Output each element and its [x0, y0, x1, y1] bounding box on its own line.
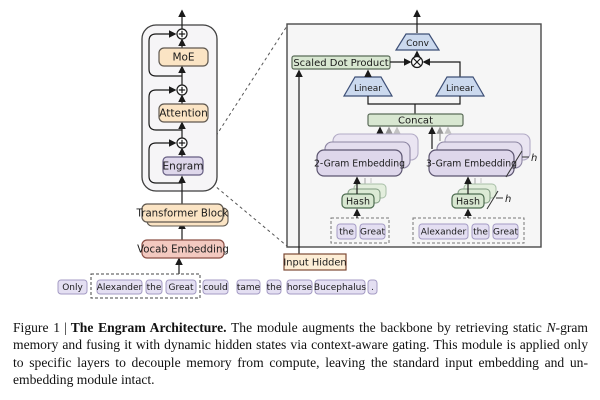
svg-text:the: the	[339, 228, 354, 238]
add-icon	[176, 137, 188, 149]
embedding-count-label: h	[531, 153, 537, 164]
trigram-embedding-stack: 3-Gram Embedding h	[426, 133, 537, 178]
token-chip: the	[145, 279, 163, 295]
engram-block: Engram	[162, 156, 204, 176]
hash-left-label: Hash	[346, 197, 370, 208]
token-chip: the	[471, 223, 490, 240]
conv-block: Conv	[394, 33, 441, 51]
linear-right-to-gate-arrow	[422, 58, 461, 77]
token-chip: the	[266, 279, 282, 295]
trigram-token-chips: Alexander the Great	[418, 223, 519, 240]
transformer-block: Transformer Block	[136, 203, 229, 227]
linear-left-label: Linear	[354, 84, 382, 94]
conv-label: Conv	[406, 39, 429, 49]
backbone-spine-arrows	[175, 9, 186, 274]
count-slash-icon	[486, 190, 503, 210]
hash-right-label: Hash	[456, 197, 480, 208]
attention-block: Attention	[158, 103, 209, 123]
caption-figure-label: Figure 1	[13, 320, 60, 335]
svg-text:Alexander: Alexander	[97, 283, 143, 293]
svg-text:Bucephalus: Bucephalus	[314, 283, 367, 293]
vocab-embedding-block: Vocab Embedding	[137, 239, 229, 259]
caption-body-1: The module augments the backbone by retr…	[230, 320, 542, 335]
token-chip: Great	[359, 223, 386, 240]
moe-label: MoE	[172, 52, 194, 64]
hash-count-label: h	[505, 194, 511, 205]
caption-separator: |	[64, 320, 67, 335]
ngram-span-dashed-box	[90, 273, 201, 299]
bigram-embedding-stack: 2-Gram Embedding	[314, 133, 419, 177]
bigram-token-chips: the Great	[336, 223, 386, 240]
token-chip: the	[336, 223, 357, 240]
token-chip: .	[367, 279, 378, 295]
caption-title: The Engram Architecture.	[70, 320, 227, 335]
transformer-block-label: Transformer Block	[136, 209, 229, 220]
svg-text:could: could	[203, 283, 227, 293]
hash-left-stack: Hash	[341, 183, 387, 209]
linear-right-label: Linear	[446, 84, 474, 94]
token-chip: could	[202, 279, 229, 295]
hash-right-stack: Hash h	[451, 183, 511, 210]
input-hidden-label: Input Hidden	[283, 258, 346, 269]
svg-text:Great: Great	[493, 228, 519, 238]
input-token-row: Only Alexander the Great could tame the …	[57, 279, 378, 295]
token-chip: horse	[286, 279, 313, 295]
token-chip: Alexander	[96, 279, 143, 295]
svg-text:the: the	[473, 228, 488, 238]
concat-to-linears-connector	[367, 96, 461, 114]
svg-text:.: .	[371, 283, 374, 293]
token-chip: Alexander	[418, 223, 469, 240]
attention-label: Attention	[159, 108, 207, 120]
svg-text:Great: Great	[168, 283, 194, 293]
add-icon	[176, 84, 188, 96]
multiply-icon	[410, 55, 424, 69]
token-chip: Bucephalus	[314, 279, 367, 295]
figure-caption: Figure 1 |The Engram Architecture. The mo…	[13, 319, 588, 389]
residual-skip-arcs	[148, 30, 182, 184]
count-slash-icon	[505, 150, 529, 178]
svg-text:tame: tame	[237, 283, 261, 293]
svg-text:horse: horse	[287, 283, 313, 293]
token-chip: tame	[236, 279, 261, 295]
svg-text:Alexander: Alexander	[421, 228, 467, 238]
caption-italic-n: N	[546, 320, 556, 335]
trigram-embedding-label: 3-Gram Embedding	[426, 159, 517, 170]
scaled-dot-product-block: Scaled Dot Product	[291, 55, 391, 70]
concat-label: Concat	[398, 116, 433, 127]
scaled-dot-product-label: Scaled Dot Product	[293, 58, 388, 69]
token-chip: Great	[492, 223, 519, 240]
caption-body-2: -gram memory and fusing it with dynamic …	[13, 320, 589, 388]
engram-architecture-diagram: MoE Attention Engram Transformer Block V…	[57, 9, 542, 299]
linear-right-block: Linear	[434, 76, 486, 97]
input-hidden-block: Input Hidden	[283, 253, 347, 271]
token-chip: Great	[165, 279, 197, 295]
svg-text:the: the	[147, 283, 162, 293]
engram-label: Engram	[163, 161, 204, 173]
svg-text:Great: Great	[360, 228, 386, 238]
bigram-dashed-box	[330, 217, 390, 244]
vocab-embedding-label: Vocab Embedding	[137, 245, 229, 256]
svg-text:the: the	[267, 283, 282, 293]
svg-text:Only: Only	[62, 283, 83, 293]
concat-block: Concat	[367, 113, 464, 127]
add-icon	[176, 28, 188, 40]
token-chip: Only	[57, 279, 88, 295]
moe-block: MoE	[158, 47, 209, 67]
bigram-embedding-label: 2-Gram Embedding	[314, 159, 405, 170]
linear-left-block: Linear	[342, 76, 394, 97]
